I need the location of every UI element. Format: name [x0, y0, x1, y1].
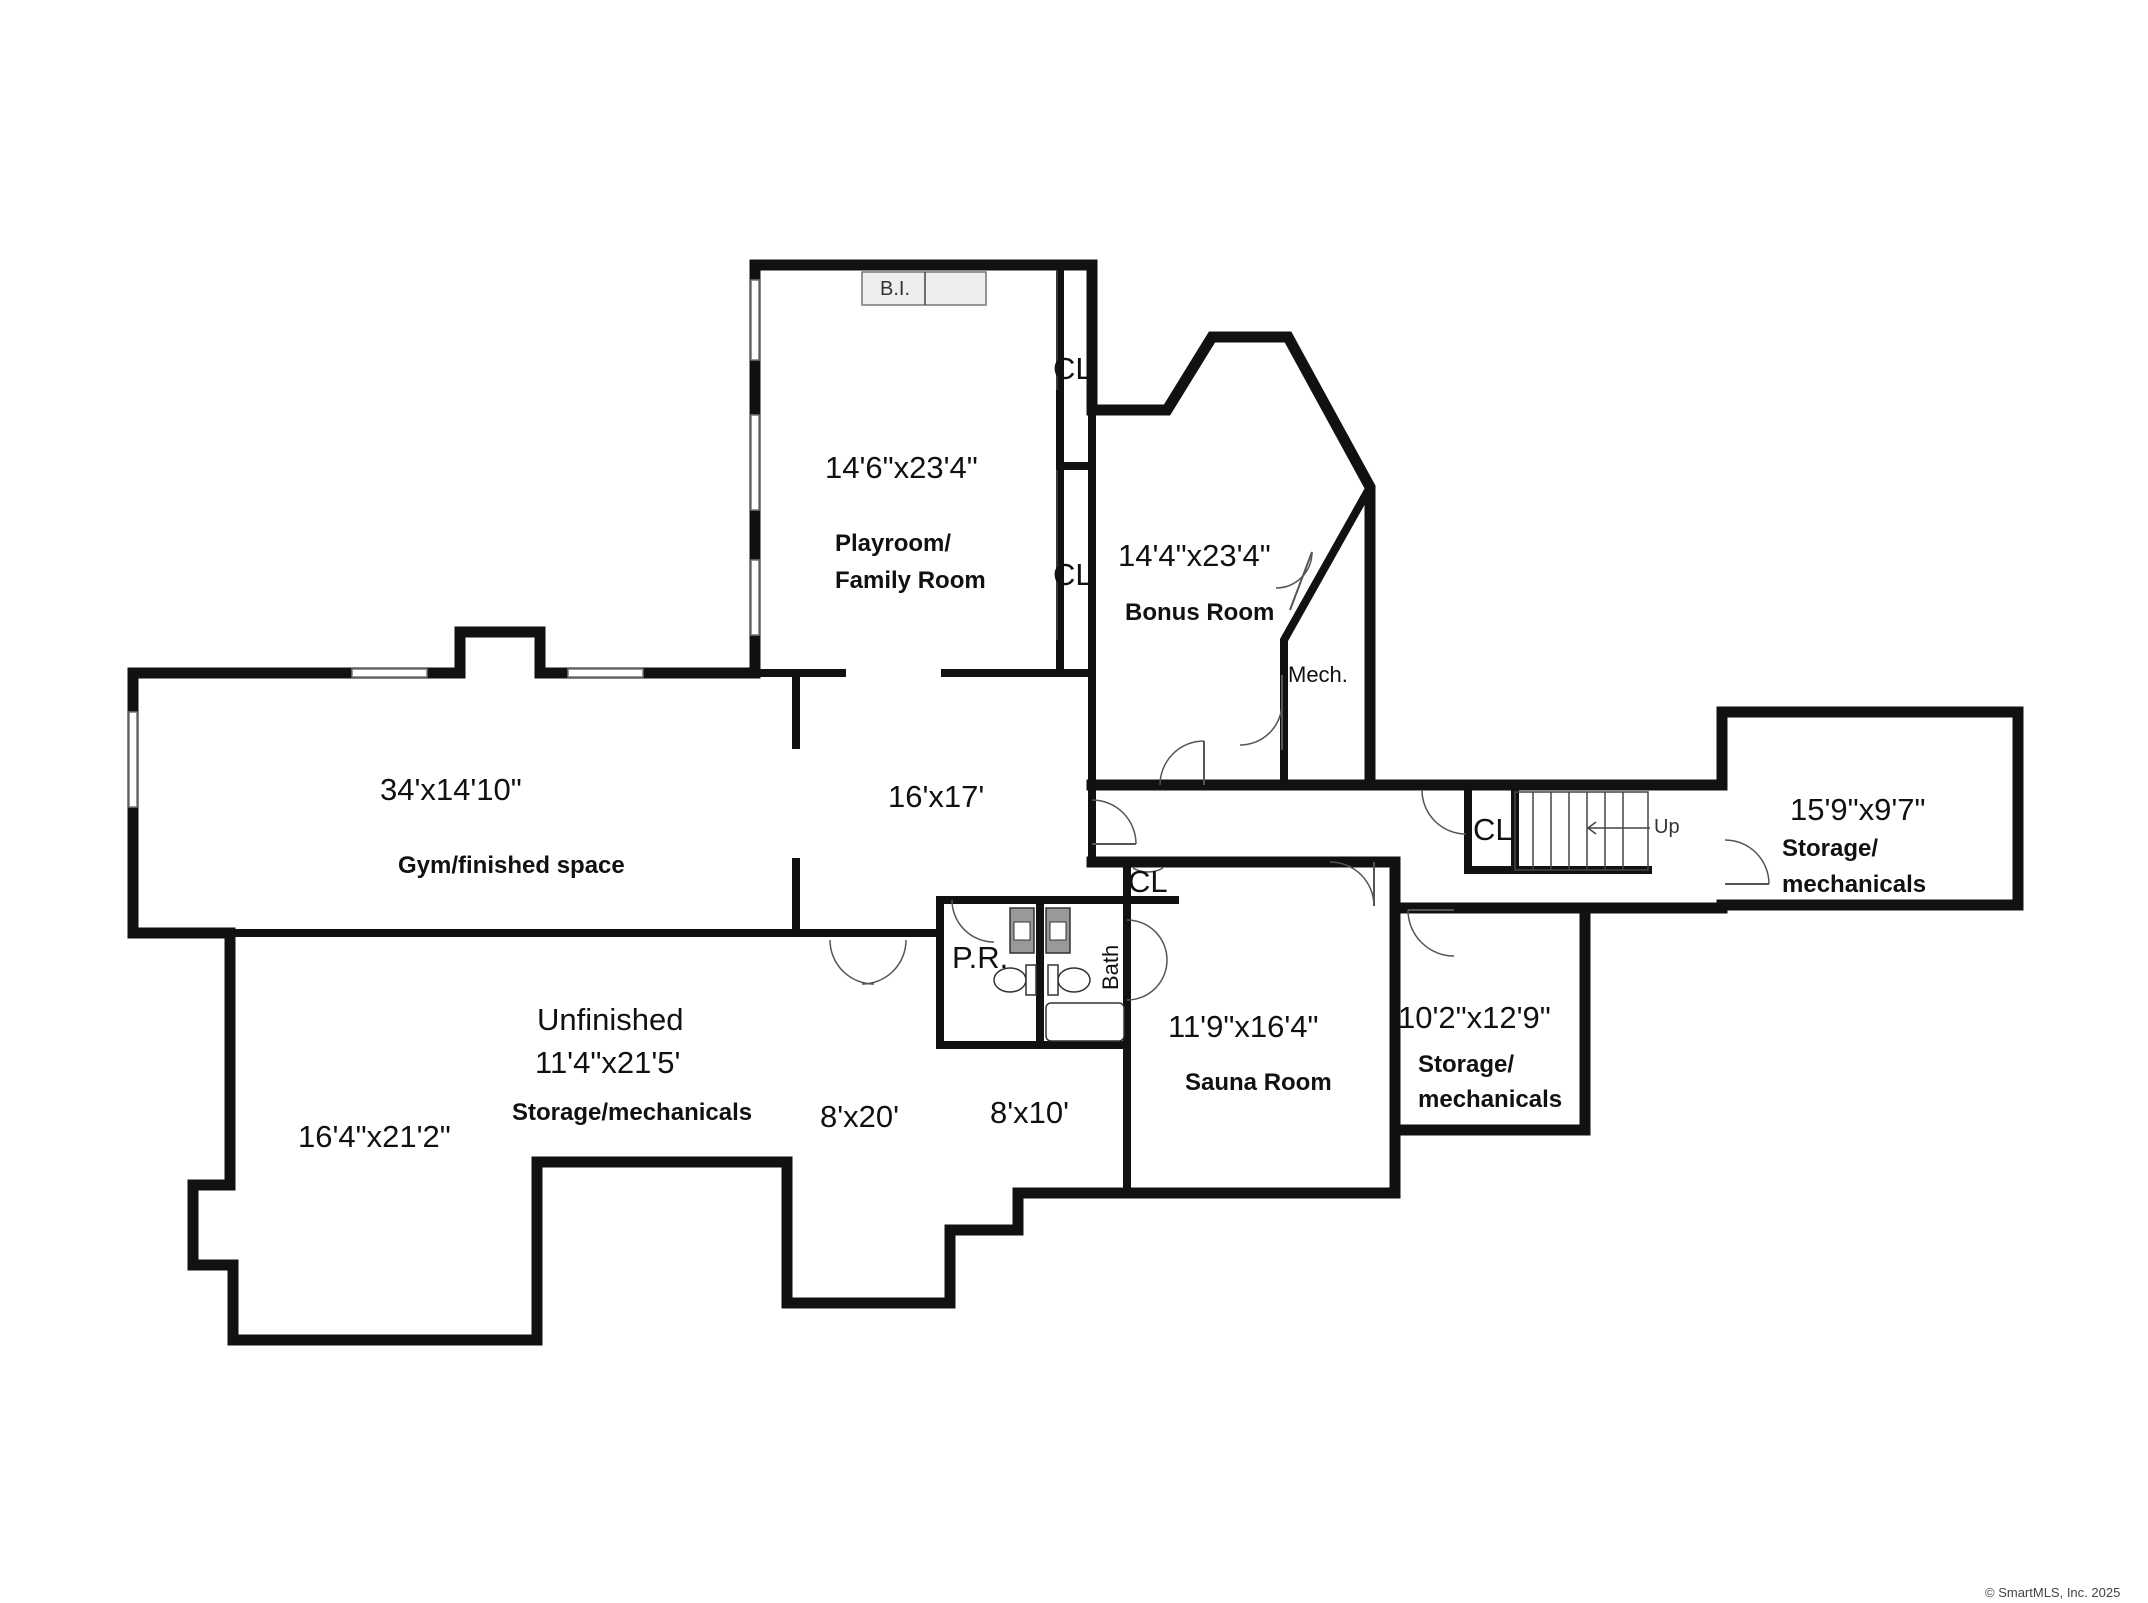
- playroom-name: Family Room: [835, 567, 986, 594]
- gym-window: [128, 711, 138, 808]
- hall-dimensions: 16'x17': [888, 779, 984, 814]
- door: [1239, 675, 1283, 750]
- storage-right-name: mechanicals: [1782, 871, 1926, 898]
- mech-partition: [1280, 481, 1376, 789]
- gym-wall: [127, 626, 761, 939]
- playroom-name: Playroom/: [835, 530, 951, 557]
- bath-partition: [936, 896, 1131, 1049]
- playroom-window: [750, 559, 760, 636]
- gym-name: Gym/finished space: [398, 852, 625, 879]
- gym-window: [351, 668, 428, 678]
- built-in-label: B.I.: [880, 278, 910, 300]
- storage-right-name: Storage/: [1782, 835, 1878, 862]
- door: [1724, 839, 1770, 885]
- unfinished-mid-dimensions: 8'x20': [820, 1099, 899, 1134]
- built-in-cabinet: [861, 271, 987, 306]
- door: [1132, 867, 1164, 873]
- unfinished-dimensions: 11'4"x21'5': [535, 1045, 680, 1080]
- powder-room-label: P.R.: [952, 940, 1008, 975]
- storage-right-dimensions: 15'9"x9'7": [1790, 792, 1926, 827]
- storage-small-dimensions: 10'2"x12'9": [1398, 1000, 1551, 1035]
- door: [1407, 909, 1455, 957]
- playroom-window: [750, 414, 760, 511]
- unfinished-title: Unfinished: [537, 1002, 683, 1037]
- playroom-dimensions: 14'6"x23'4": [825, 450, 978, 485]
- door: [951, 899, 995, 943]
- stairs: [1514, 791, 1649, 871]
- unfinished-name: Storage/mechanicals: [512, 1099, 752, 1126]
- toilet-icon: [1047, 964, 1091, 996]
- stairs-arrow-icon: [1586, 821, 1650, 835]
- unfinished-left-dimensions: 16'4"x21'2": [298, 1119, 451, 1154]
- door: [1159, 740, 1205, 786]
- hallway-south-wall: [1086, 856, 1591, 914]
- sauna-dimensions: 11'9"x16'4": [1168, 1009, 1319, 1044]
- stairs-up-label: Up: [1654, 816, 1680, 838]
- bonus-room-wall: [1086, 331, 1376, 791]
- sink-icon: [1009, 907, 1035, 954]
- storage-small-name: Storage/: [1418, 1051, 1514, 1078]
- closet-partition: [1056, 261, 1096, 676]
- bonus-room-name: Bonus Room: [1125, 599, 1274, 626]
- closet-label: CL: [1128, 864, 1168, 899]
- bath-label: Bath: [1098, 945, 1123, 990]
- gym-dimensions: 34'x14'10": [380, 772, 522, 807]
- door: [1126, 919, 1168, 1001]
- gym-window: [567, 668, 644, 678]
- sauna-name: Sauna Room: [1185, 1069, 1332, 1096]
- door: [829, 939, 907, 985]
- storage-right-wall: [1716, 706, 2024, 911]
- unfinished-right-dimensions: 8'x10': [990, 1095, 1069, 1130]
- storage-small-name: mechanicals: [1418, 1086, 1562, 1113]
- closet-label: CL: [1473, 812, 1513, 847]
- closet-label: CL: [1053, 351, 1093, 386]
- door: [1329, 861, 1375, 907]
- storage-small-wall: [1389, 902, 1728, 1136]
- door: [1091, 799, 1137, 845]
- bonus-room-dimensions: 14'4"x23'4": [1118, 538, 1271, 573]
- unfinished-wall: [187, 927, 1133, 1346]
- playroom-window: [750, 279, 760, 361]
- door: [1275, 551, 1313, 611]
- copyright-notice: © SmartMLS, Inc. 2025: [1985, 1585, 2120, 1600]
- sink-icon: [1045, 907, 1071, 954]
- closet-label: CL: [1053, 557, 1093, 592]
- door: [1421, 789, 1467, 835]
- mech-label: Mech.: [1288, 662, 1348, 687]
- bathtub-icon: [1045, 1002, 1125, 1042]
- toilet-icon: [993, 964, 1037, 996]
- closet-hall-partition: [1123, 858, 1179, 904]
